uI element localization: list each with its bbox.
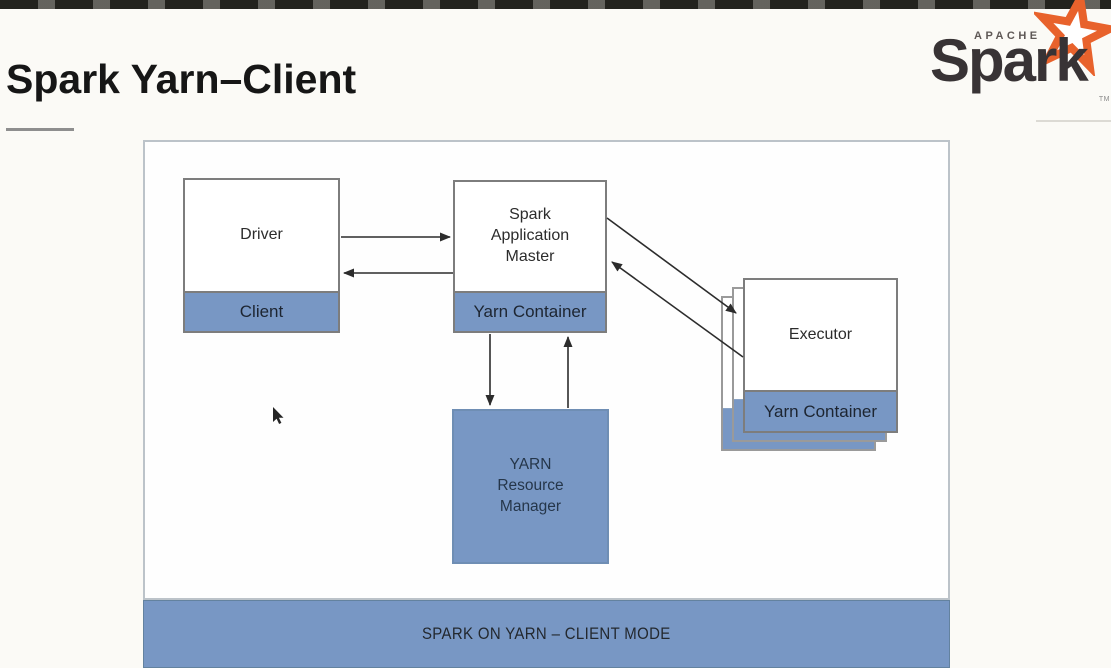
resource-manager-title: YARN Resource Manager	[497, 456, 564, 515]
spark-star-icon	[1034, 0, 1111, 76]
executor-title: Executor	[788, 325, 853, 343]
app-master-title: Spark Application Master	[490, 206, 570, 265]
logo-trademark: TM	[1098, 96, 1110, 103]
app-master-node: Spark Application Master Yarn Container	[453, 180, 607, 333]
app-master-yarn-container-badge: Yarn Container	[455, 291, 605, 331]
logo-apache-text: APACHE	[974, 30, 1041, 42]
logo-divider-line	[1036, 120, 1111, 122]
mouse-cursor-icon	[273, 407, 284, 424]
driver-node: Driver Client	[183, 178, 340, 333]
driver-title: Driver	[240, 226, 283, 244]
executor-yarn-container-badge: Yarn Container	[745, 390, 896, 431]
page-title: Spark Yarn–Client	[6, 56, 357, 102]
apache-spark-logo: APACHE Spark TM	[928, 0, 1111, 128]
footer-banner-text: SPARK ON YARN – CLIENT MODE	[422, 624, 671, 643]
logo-spark-wordmark: Spark	[930, 27, 1089, 94]
driver-client-badge: Client	[185, 291, 338, 331]
footer-banner: SPARK ON YARN – CLIENT MODE	[143, 600, 950, 668]
title-underline	[6, 128, 74, 131]
executor-node: Executor Yarn Container	[743, 278, 898, 433]
top-video-strip	[0, 0, 1111, 9]
resource-manager-node: YARN Resource Manager	[452, 409, 609, 564]
